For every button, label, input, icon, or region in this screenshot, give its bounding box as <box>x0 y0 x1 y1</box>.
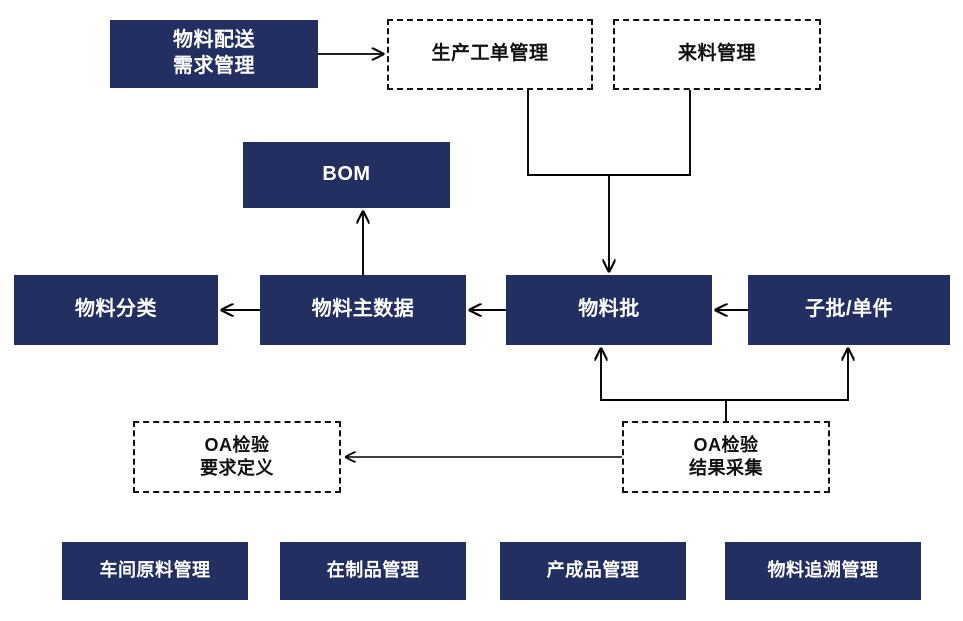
node-label: 物料分类 <box>75 298 157 321</box>
node-label: 产成品管理 <box>546 560 640 581</box>
node-label: 子批/单件 <box>804 298 894 321</box>
node-label: 物料主数据 <box>311 298 415 321</box>
node-label: BOM <box>322 163 371 186</box>
node-workshop-raw-material[interactable]: 车间原料管理 <box>62 542 248 600</box>
edge-oaresult-to-subbatch <box>726 349 848 401</box>
node-material-delivery-demand[interactable]: 物料配送 需求管理 <box>110 20 318 88</box>
node-bom[interactable]: BOM <box>243 142 450 208</box>
node-finished-product[interactable]: 产成品管理 <box>500 542 686 600</box>
node-production-work-order[interactable]: 生产工单管理 <box>387 19 593 90</box>
node-label: 生产工单管理 <box>431 43 549 65</box>
node-material-batch[interactable]: 物料批 <box>506 275 712 345</box>
node-label: OA检验 要求定义 <box>200 434 274 478</box>
node-wip-management[interactable]: 在制品管理 <box>280 542 466 600</box>
node-label: 车间原料管理 <box>99 560 211 581</box>
node-label: OA检验 结果采集 <box>689 434 763 478</box>
node-material-category[interactable]: 物料分类 <box>14 275 218 345</box>
node-sub-batch-unit[interactable]: 子批/单件 <box>748 275 950 345</box>
edge-workorder-incoming-join <box>527 90 691 176</box>
node-material-traceability[interactable]: 物料追溯管理 <box>725 542 921 600</box>
node-label: 在制品管理 <box>326 560 420 581</box>
node-material-master-data[interactable]: 物料主数据 <box>260 275 466 345</box>
node-oa-inspection-requirement[interactable]: OA检验 要求定义 <box>133 421 341 493</box>
node-incoming-material[interactable]: 来料管理 <box>613 19 821 90</box>
node-label: 物料配送 需求管理 <box>173 29 255 77</box>
edge-oaresult-riser <box>601 349 727 421</box>
node-label: 物料批 <box>578 298 640 321</box>
node-label: 物料追溯管理 <box>767 560 879 581</box>
node-label: 来料管理 <box>677 43 756 65</box>
node-oa-inspection-result[interactable]: OA检验 结果采集 <box>622 421 830 493</box>
